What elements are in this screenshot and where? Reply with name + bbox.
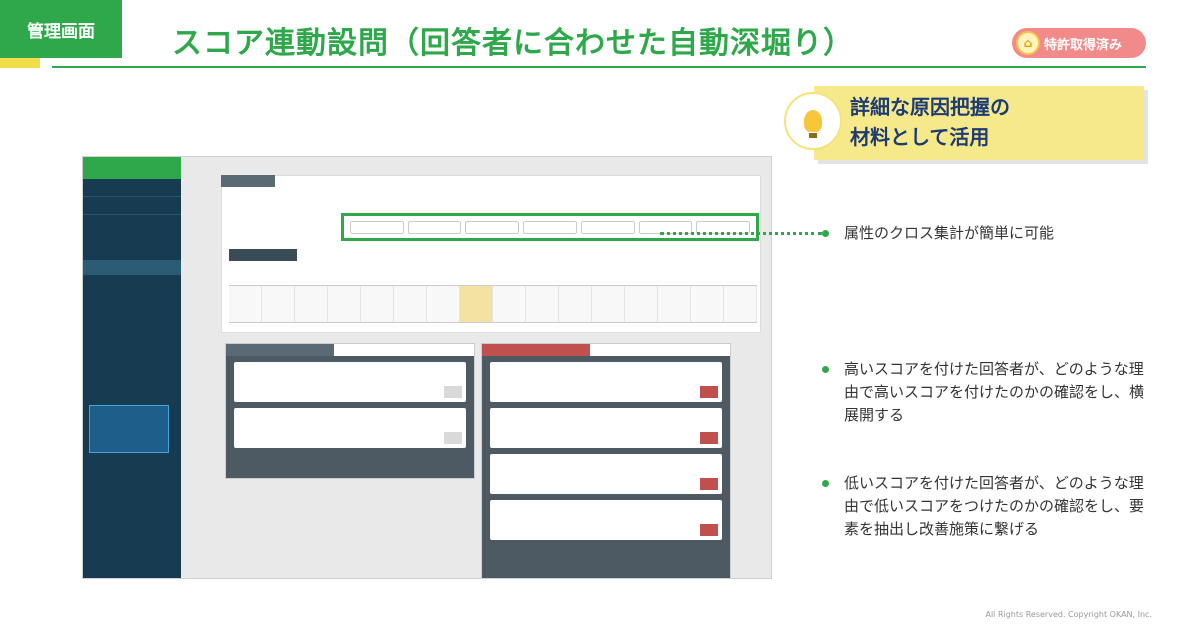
sidebar-subitem: [83, 230, 181, 245]
factor-cell: [691, 286, 724, 322]
score-chip: [444, 386, 462, 398]
dotted-connector: [660, 232, 822, 235]
page-title: スコア連動設問（回答者に合わせた自動深堀り）: [172, 26, 854, 61]
patent-badge: ⌂ 特許取得済み: [1012, 28, 1146, 58]
sidebar-subitem: [83, 320, 181, 335]
copyright: All Rights Reserved. Copyright OKAN, Inc…: [985, 610, 1152, 619]
factor-cell: [394, 286, 427, 322]
bullet-high-score: 高いスコアを付けた回答者が、どのような理由で高いスコアを付けたのかの確認をし、横…: [822, 358, 1152, 427]
promo-banner: [89, 405, 169, 453]
bullet-text: 高いスコアを付けた回答者が、どのような理由で高いスコアを付けたのかの確認をし、横…: [844, 360, 1145, 424]
home-icon: ⌂: [1016, 31, 1040, 55]
comment-export-button: [229, 249, 297, 261]
factor-cell: [592, 286, 625, 322]
callout-text: 詳細な原因把握の 材料として活用: [850, 92, 1010, 152]
sidebar: [83, 157, 181, 578]
main-area: [181, 157, 771, 578]
sidebar-subitem: [83, 335, 181, 350]
factor-cell: [658, 286, 691, 322]
sidebar-subitem: [83, 290, 181, 305]
high-score-comments-pane: [225, 343, 475, 479]
factor-cell: [262, 286, 295, 322]
bullet-cross-tab: 属性のクロス集計が簡単に可能: [822, 222, 1122, 245]
factor-cell: [229, 286, 262, 322]
lightbulb-icon: [784, 92, 842, 150]
score-chip: [700, 386, 718, 398]
patent-badge-label: 特許取得済み: [1044, 37, 1123, 53]
sidebar-subitem: [83, 275, 181, 290]
factor-icon-row: [229, 285, 757, 323]
admin-tag-label: 管理画面: [27, 21, 95, 42]
sidebar-item: [83, 197, 181, 215]
factor-cell-selected: [460, 286, 493, 322]
comment-card: [490, 454, 722, 494]
factor-cell: [427, 286, 460, 322]
title-divider: [52, 66, 1146, 68]
filter-select: [465, 221, 520, 234]
comment-card: [490, 500, 722, 540]
filter-select: [350, 221, 404, 234]
factor-cell: [493, 286, 526, 322]
pane-tag: [482, 344, 590, 356]
callout-line-1: 詳細な原因把握の: [850, 95, 1010, 119]
score-chip: [444, 432, 462, 444]
score-chip: [700, 478, 718, 490]
score-chip: [700, 524, 718, 536]
sidebar-top-bar: [83, 157, 181, 179]
filter-select: [407, 221, 462, 234]
filter-select: [580, 221, 635, 234]
factor-cell: [559, 286, 592, 322]
factor-cell: [724, 286, 757, 322]
bullet-dot: [822, 366, 829, 373]
comment-card: [490, 362, 722, 402]
pane-tag: [226, 344, 334, 356]
factor-cell: [526, 286, 559, 322]
factor-cell: [328, 286, 361, 322]
bullet-text: 属性のクロス集計が簡単に可能: [844, 224, 1055, 242]
sidebar-subitem-active: [83, 260, 181, 275]
sidebar-subitem: [83, 245, 181, 260]
low-score-comments-pane: [481, 343, 731, 578]
sidebar-subitem: [83, 215, 181, 230]
factor-cell: [295, 286, 328, 322]
attribute-filter-row: [341, 213, 759, 241]
sidebar-item: [83, 179, 181, 197]
bullet-dot: [822, 230, 829, 237]
callout-box: [814, 86, 1144, 160]
bullet-dot: [822, 480, 829, 487]
factor-cell: [361, 286, 394, 322]
factor-cell: [625, 286, 658, 322]
admin-screen-tag: 管理画面: [0, 0, 122, 68]
bullet-text: 低いスコアを付けた回答者が、どのような理由で低いスコアをつけたのかの確認をし、要…: [844, 474, 1145, 538]
score-chip: [700, 432, 718, 444]
comment-card: [234, 362, 466, 402]
callout-line-2: 材料として活用: [850, 125, 990, 149]
app-screenshot: [82, 156, 772, 579]
sidebar-subitem: [83, 305, 181, 320]
comment-card: [490, 408, 722, 448]
comment-card: [234, 408, 466, 448]
panel-tab: [221, 175, 275, 187]
filter-select: [523, 221, 577, 234]
bullet-low-score: 低いスコアを付けた回答者が、どのような理由で低いスコアをつけたのかの確認をし、要…: [822, 472, 1152, 541]
